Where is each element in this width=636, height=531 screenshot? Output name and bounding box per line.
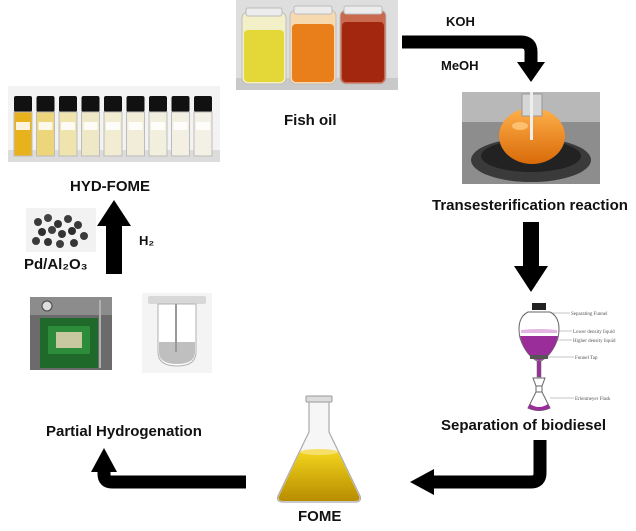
hydrogenation-vessel-photo (142, 293, 212, 373)
vial-cap (171, 96, 190, 112)
vial-body (126, 111, 145, 157)
vial-cap (81, 96, 100, 112)
vial-body (81, 111, 100, 157)
arrow-head-3 (410, 469, 434, 495)
fome-flask (276, 395, 362, 503)
vial-label-sticker (151, 122, 165, 130)
vial-cap (104, 96, 122, 112)
arrow-separation-to-fome (432, 440, 547, 489)
hyd-fome-label: HYD-FOME (70, 178, 150, 195)
vial-body (171, 111, 190, 157)
reactor-photo (462, 92, 600, 184)
vial-cap (126, 96, 145, 112)
catalyst-label: Pd/Al₂O₃ (24, 256, 88, 273)
vial-cap (194, 96, 212, 112)
vial-body (193, 111, 213, 157)
vial (103, 96, 123, 157)
vial-label-sticker (16, 122, 30, 130)
vial (58, 96, 78, 157)
vial (36, 96, 55, 157)
koh-label: KOH (446, 14, 475, 29)
fish-oil-jar-2 (289, 5, 337, 85)
h2-label: H₂ (139, 233, 155, 248)
vial-label-sticker (128, 122, 143, 130)
arrow-head-2 (514, 266, 548, 292)
catalyst-pellets-photo (26, 208, 96, 252)
vial (13, 96, 33, 157)
vial-cap (149, 96, 167, 112)
fish-oil-jar-3 (339, 5, 387, 85)
arrow-head-4 (91, 448, 117, 472)
separating-funnel-diagram: Separating Funnel Lower density liquid H… (518, 303, 616, 411)
arrow-reaction-to-separation-shaft (523, 222, 539, 268)
vial (126, 96, 145, 157)
funnel-label-lower-density: Lower density liquid (573, 330, 615, 335)
hydrogenation-reactor-photo (30, 297, 112, 370)
fish-oil-photo (236, 0, 398, 90)
vial-cap (36, 96, 55, 112)
arrow-fome-to-hydrogenation (97, 470, 246, 489)
funnel-label-separating: Separating Funnel (571, 312, 608, 317)
vial-body (103, 111, 123, 157)
separation-label: Separation of biodiesel (441, 417, 607, 434)
vial-label-sticker (83, 122, 98, 130)
vial (193, 96, 213, 157)
vial-label-sticker (106, 122, 120, 130)
vial-label-sticker (38, 122, 53, 130)
vial (171, 96, 190, 157)
arrow-hydrogenation-to-hydfome-shaft (106, 224, 122, 274)
fish-oil-jar-1 (241, 7, 287, 85)
vial (81, 96, 100, 157)
vial-cap (14, 96, 32, 112)
transesterification-label: Transesterification reaction (432, 197, 628, 214)
vial-body (148, 111, 168, 157)
arrow-fish-oil-to-reaction (402, 35, 538, 64)
vial-body (13, 111, 33, 157)
hyd-fome-vials (13, 96, 213, 157)
partial-hydrogenation-label: Partial Hydrogenation (46, 423, 202, 440)
fome-label: FOME (298, 508, 342, 525)
vial (148, 96, 168, 157)
vial-label-sticker (196, 122, 210, 130)
fish-oil-label: Fish oil (284, 112, 337, 129)
vial-label-sticker (173, 122, 188, 130)
vial-body (36, 111, 55, 157)
vial-body (58, 111, 78, 157)
arrow-head-5 (97, 200, 131, 226)
arrow-head-1 (517, 62, 545, 82)
vial-label-sticker (61, 122, 75, 130)
funnel-label-higher-density: Higher density liquid (573, 339, 616, 344)
funnel-label-erlenmeyer: Erlenmeyer Flask (575, 397, 611, 402)
funnel-label-tap: Funnel Tap (575, 356, 598, 361)
vial-cap (59, 96, 77, 112)
meoh-label: MeOH (441, 58, 479, 73)
